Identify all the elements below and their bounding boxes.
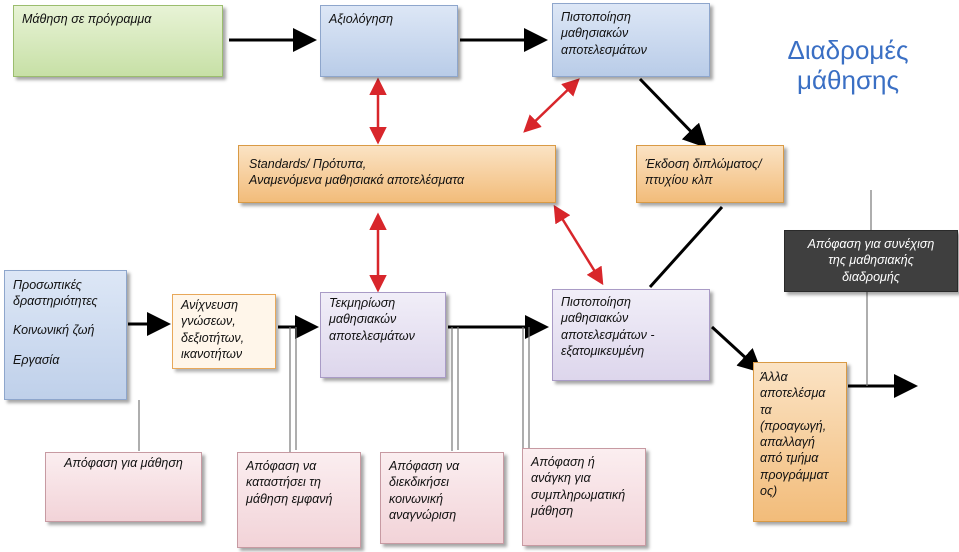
label-3: αποτελεσμάτων (561, 42, 647, 57)
label-3: αποτελεσμάτων - (561, 327, 655, 342)
label-3: τα (760, 402, 772, 417)
box-certification-mid: Πιστοποίηση μαθησιακών αποτελεσμάτων - ε… (552, 289, 710, 381)
label-2: ανάγκη για (531, 471, 591, 486)
label-2: διεκδικήσει (389, 475, 450, 490)
label-2: πτυχίου κλπ (645, 173, 713, 188)
label-1: Έκδοση διπλώματος/ (645, 157, 762, 171)
label-3: Κοινωνική ζωή (13, 322, 95, 337)
label-4: Εργασία (13, 352, 60, 367)
label-4: εξατομικευμένη (561, 343, 645, 358)
box-assessment: Αξιολόγηση (320, 5, 458, 77)
label-2: της μαθησιακής (828, 253, 914, 268)
box-decide-need: Απόφαση ή ανάγκη για συμπληρωματική μάθη… (522, 448, 646, 546)
label-4: ικανοτήτων (181, 346, 243, 361)
label-1: Ανίχνευση (181, 298, 239, 312)
label-4: (προαγωγή, (760, 418, 827, 433)
box-decide-visible: Απόφαση να καταστήσει τη μάθηση εμφανή (237, 452, 361, 548)
label-1: Πιστοποίηση (561, 295, 631, 309)
label-1: Πιστοποίηση (561, 10, 631, 24)
red-arrow-standards-certification (523, 78, 580, 133)
label-1: Άλλα (760, 370, 788, 384)
red-arrow-standards-certmid (553, 204, 604, 286)
label-1: Απόφαση ή (531, 455, 595, 469)
label-1: Standards/ Πρότυπα, (249, 157, 367, 171)
label-2: μαθησιακών (561, 26, 629, 41)
label: Απόφαση για μάθηση (64, 456, 183, 470)
title-line-2: μάθησης (797, 64, 899, 95)
box-standards: Standards/ Πρότυπα, Αναμενόμενα μαθησιακ… (238, 145, 556, 203)
box-other-outcomes: Άλλα αποτελέσμα τα (προαγωγή, απαλλαγή α… (753, 362, 847, 522)
label-3: συμπληρωματική (531, 487, 626, 502)
label-5: απαλλαγή (760, 435, 815, 449)
label-4: μάθηση (531, 503, 574, 518)
label-2: καταστήσει τη (246, 475, 321, 490)
label: Μάθηση σε πρόγραμμα (22, 12, 152, 26)
label-2: αποτελέσμα (760, 386, 826, 401)
label: Αξιολόγηση (329, 12, 394, 26)
box-documentation: Τεκμηρίωση μαθησιακών αποτελεσμάτων (320, 292, 446, 378)
arrow-certification-to-diploma (638, 77, 708, 149)
label-1: Τεκμηρίωση (329, 296, 396, 310)
box-continue-decision: Απόφαση για συνέχιση της μαθησιακής διαδ… (784, 230, 958, 292)
label-2: Αναμενόμενα μαθησιακά αποτελέσματα (249, 173, 465, 188)
label-8: ος) (760, 483, 778, 498)
arrow-certification-to-diploma-up (648, 205, 724, 289)
box-personal: Προσωπικές δραστηριότητες Κοινωνική ζωή … (4, 270, 127, 400)
label-3: μάθηση εμφανή (246, 491, 333, 506)
box-identification: Ανίχνευση γνώσεων, δεξιοτήτων, ικανοτήτω… (172, 294, 276, 369)
diagram-title: Διαδρομές μάθησης (773, 35, 923, 96)
label-4: αναγνώριση (389, 507, 457, 522)
box-decide-learn: Απόφαση για μάθηση (45, 452, 202, 522)
label-6: από τμήμα (760, 451, 819, 466)
label-1: Απόφαση να (246, 459, 317, 473)
label-3: κοινωνική (389, 491, 444, 506)
arrow-certification-to-other (710, 325, 763, 374)
label-1: Απόφαση για συνέχιση (807, 237, 935, 251)
label-2: μαθησιακών (329, 312, 397, 327)
box-learning-in-program: Μάθηση σε πρόγραμμα (13, 5, 223, 77)
label-3: αποτελεσμάτων (329, 328, 415, 343)
box-certification-top: Πιστοποίηση μαθησιακών αποτελεσμάτων (552, 3, 710, 77)
label-2: γνώσεων, (181, 314, 236, 329)
box-diploma: Έκδοση διπλώματος/ πτυχίου κλπ (636, 145, 784, 203)
label-1: Απόφαση να (389, 459, 460, 473)
label-3: διαδρομής (842, 269, 900, 284)
label-7: προγράμματ (760, 467, 829, 482)
label-2: δραστηριότητες (13, 294, 98, 309)
box-decide-claim: Απόφαση να διεκδικήσει κοινωνική αναγνώρ… (380, 452, 504, 544)
label-3: δεξιοτήτων, (181, 330, 245, 345)
label-1: Προσωπικές (13, 278, 82, 292)
label-2: μαθησιακών (561, 311, 629, 326)
title-line-1: Διαδρομές (787, 35, 909, 65)
